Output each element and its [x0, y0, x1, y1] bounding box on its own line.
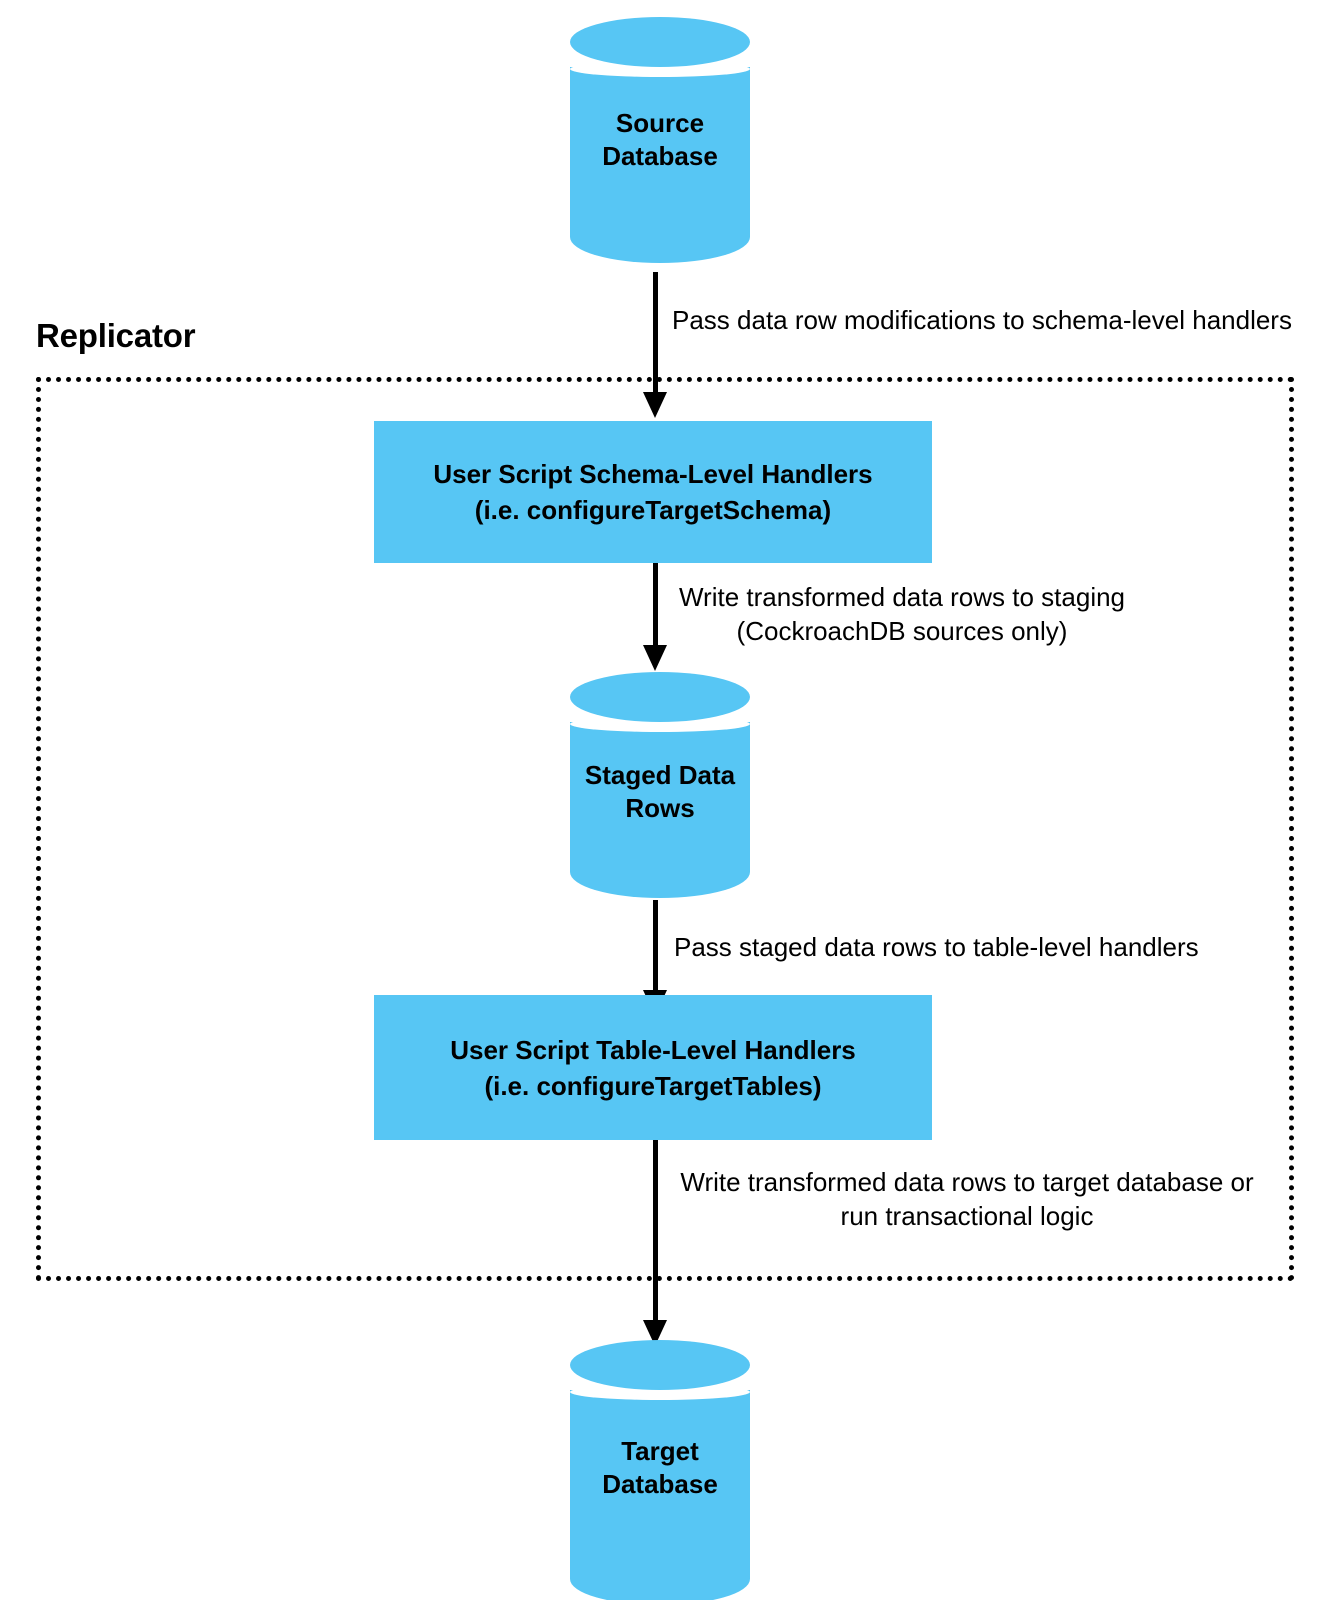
cylinder-body: [570, 1390, 750, 1600]
node-source-database-label: Source Database: [602, 108, 718, 171]
node-schema-level-handlers[interactable]: User Script Schema-Level Handlers (i.e. …: [374, 421, 932, 563]
node-source-database[interactable]: Source Database: [570, 17, 750, 263]
edge-schema-handlers-to-staging-line: [653, 563, 658, 651]
replicator-boundary: [36, 377, 1294, 1281]
edge-table-handlers-to-target-label: Write transformed data rows to target da…: [680, 1167, 1254, 1231]
cylinder-gap: [570, 61, 750, 77]
node-staged-data-rows-label: Staged Data Rows: [584, 760, 736, 823]
edge-staging-to-table-handlers-line: [653, 900, 658, 996]
node-table-level-handlers-label: User Script Table-Level Handlers (i.e. c…: [450, 1034, 856, 1101]
cylinder-top-ellipse: [570, 672, 750, 722]
node-schema-level-handlers-label: User Script Schema-Level Handlers (i.e. …: [433, 459, 873, 525]
cylinder-body: [570, 67, 750, 263]
node-target-database[interactable]: Target Database: [570, 1340, 750, 1600]
cylinder-body: [570, 722, 750, 898]
node-target-database-label: Target Database: [602, 1436, 718, 1499]
edge-schema-handlers-to-staging-arrowhead: [643, 645, 667, 671]
edge-table-handlers-to-target-line: [653, 1140, 658, 1326]
cylinder-top-ellipse: [570, 1340, 750, 1390]
cylinder-gap: [570, 1384, 750, 1400]
cylinder-top-ellipse: [570, 17, 750, 67]
node-staged-data-rows[interactable]: Staged Data Rows: [570, 672, 750, 898]
edge-schema-handlers-to-staging-label: Write transformed data rows to staging (…: [678, 582, 1126, 646]
replicator-boundary-label: Replicator: [36, 317, 196, 354]
edge-source-to-schema-handlers-line: [653, 272, 658, 398]
cylinder-gap: [570, 716, 750, 732]
edge-source-to-schema-handlers-arrowhead: [643, 392, 667, 418]
edge-staging-to-table-handlers-label: Pass staged data rows to table-level han…: [674, 932, 1199, 962]
node-table-level-handlers[interactable]: User Script Table-Level Handlers (i.e. c…: [374, 995, 932, 1140]
edge-source-to-schema-handlers-label: Pass data row modifications to schema-le…: [672, 305, 1292, 335]
